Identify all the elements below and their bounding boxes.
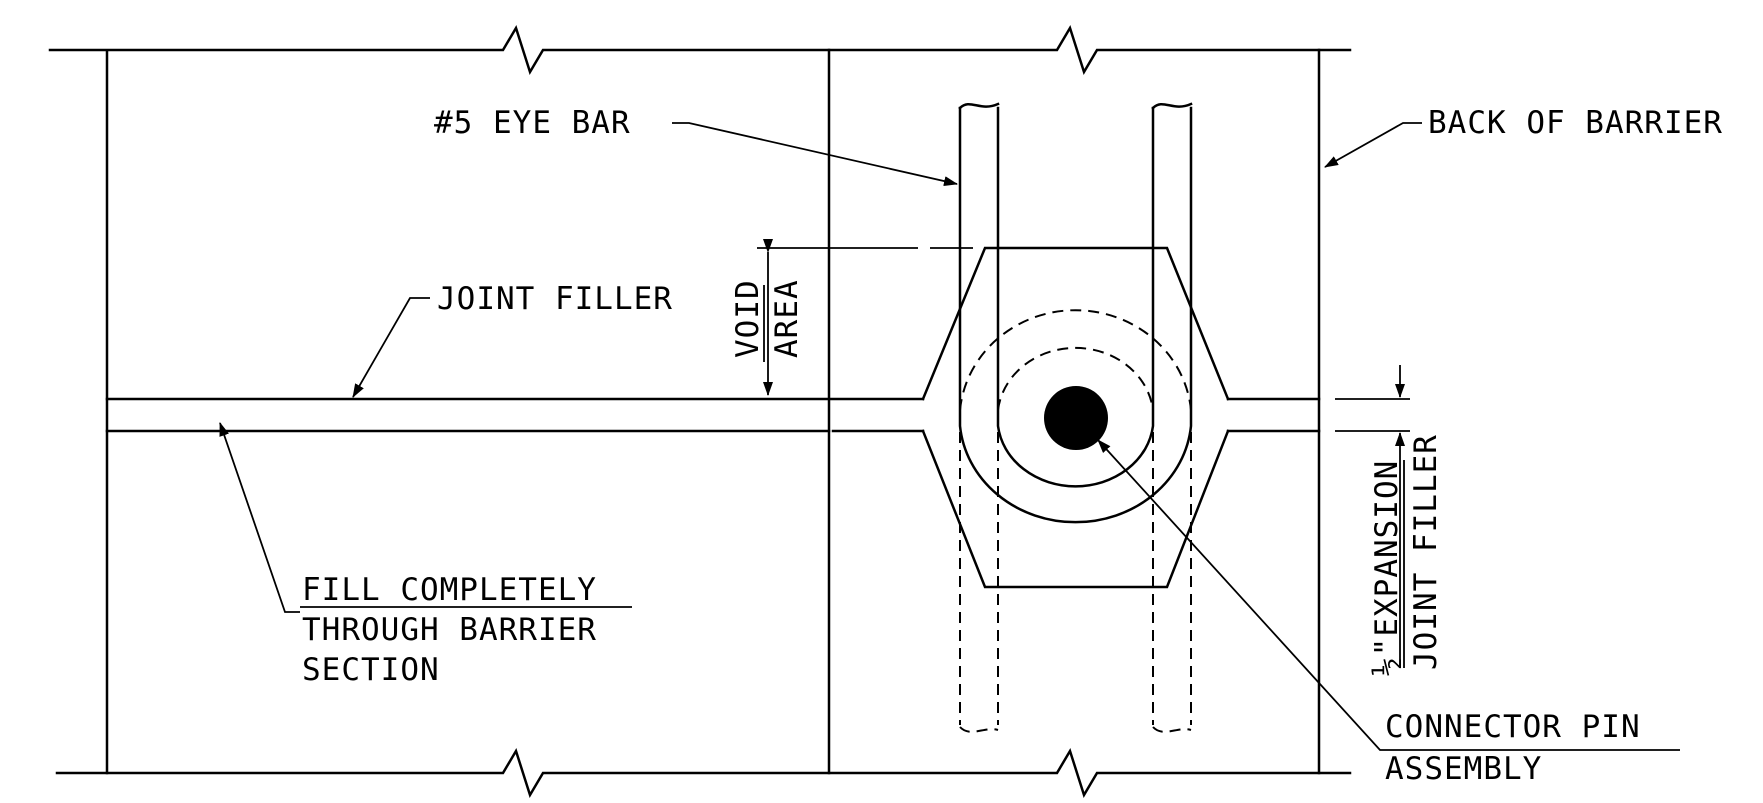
back-of-barrier-label: BACK OF BARRIER	[1428, 105, 1723, 141]
leaders	[219, 122, 1680, 751]
expansion-dimension	[1335, 365, 1410, 668]
bottom-break-line	[55, 747, 1352, 799]
hidden-eye-upper-outer	[959, 309, 1192, 411]
expansion-label-line1: ½"EXPANSION	[1369, 460, 1405, 676]
eye-bar-inner	[996, 106, 1155, 488]
hidden-bar-right-end	[1152, 726, 1192, 733]
fill-completely-leader	[219, 422, 300, 613]
void-lower-outline	[921, 429, 1230, 589]
eye-bar-label: #5 EYE BAR	[434, 105, 631, 141]
top-break-line	[48, 24, 1352, 76]
eye-bar-leader	[672, 122, 958, 186]
void-label-line1: VOID	[730, 279, 766, 358]
hidden-eye-bars	[959, 309, 1192, 733]
void-label-line2: AREA	[769, 279, 805, 358]
connector-pin	[1044, 386, 1108, 450]
eye-bar-right-top-end	[1151, 102, 1193, 110]
back-of-barrier-leader	[1324, 122, 1422, 168]
void-area-hexagon	[921, 246, 1230, 589]
joint-filler-leader	[352, 297, 430, 398]
void-area-dimension	[757, 239, 918, 396]
connector-label-line1: CONNECTOR PIN	[1385, 709, 1641, 745]
joint-filler-label: JOINT FILLER	[437, 281, 673, 317]
void-upper-outline	[921, 246, 1230, 401]
eye-bar-outer	[958, 106, 1193, 524]
fill-label-line1: FILL COMPLETELY	[302, 572, 597, 608]
hidden-eye-upper-inner	[997, 346, 1154, 411]
outer-frame	[48, 24, 1352, 799]
connector-label-line2: ASSEMBLY	[1385, 751, 1542, 787]
connector-pin-leader	[1097, 439, 1680, 751]
eye-bar-left-top-end	[958, 102, 1000, 110]
fill-label-line3: SECTION	[302, 652, 440, 688]
fill-label-line2: THROUGH BARRIER	[302, 612, 597, 648]
eye-bar-assembly	[930, 102, 1193, 524]
joint-filler-strip	[105, 397, 1321, 433]
expansion-label-line2: JOINT FILLER	[1408, 434, 1444, 670]
hidden-bar-left-end	[959, 726, 999, 733]
